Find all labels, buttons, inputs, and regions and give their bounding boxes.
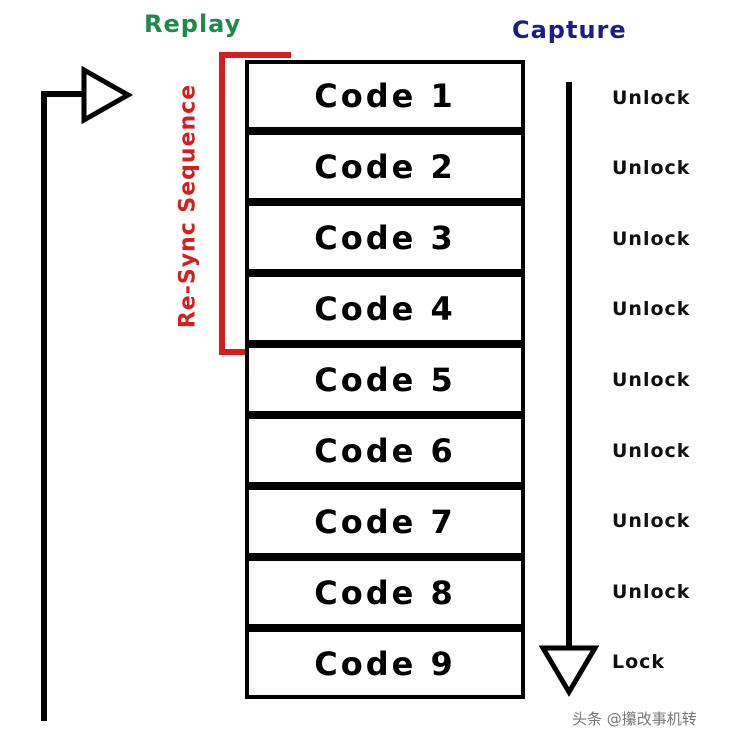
code-stack: Code 1 Code 2 Code 3 Code 4 Code 5 Code … [245,60,525,700]
capture-label: Capture [512,16,627,44]
status-label-1: Unlock [612,87,691,109]
code-box-4: Code 4 [245,273,525,344]
code-box-2: Code 2 [245,131,525,202]
capture-arrow-icon [538,645,600,697]
status-label-3: Unlock [612,228,691,250]
status-label-8: Unlock [612,581,691,603]
code-box-8: Code 8 [245,557,525,628]
replay-label: Replay [144,10,242,38]
status-label-2: Unlock [612,157,691,179]
code-box-6: Code 6 [245,415,525,486]
resync-sequence-label: Re-Sync Sequence [175,83,201,329]
status-label-6: Unlock [612,440,691,462]
code-box-1: Code 1 [245,60,525,131]
code-box-9: Code 9 [245,628,525,699]
status-label-5: Unlock [612,369,691,391]
status-label-9: Lock [612,651,666,673]
replay-loop-line [41,91,84,721]
status-label-7: Unlock [612,510,691,532]
code-box-7: Code 7 [245,486,525,557]
replay-arrow-icon [81,65,134,125]
watermark: 头条 @攥改事机转 [572,710,697,728]
status-label-4: Unlock [612,298,691,320]
code-box-3: Code 3 [245,202,525,273]
code-box-5: Code 5 [245,344,525,415]
